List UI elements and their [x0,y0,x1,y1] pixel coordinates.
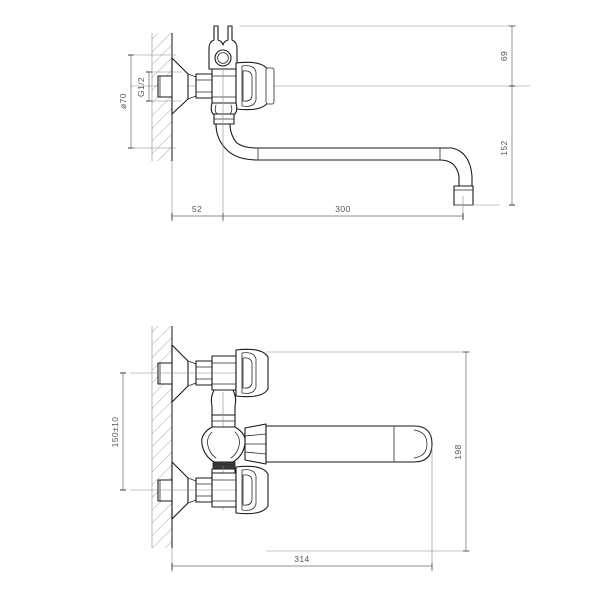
aerator-side [453,185,500,215]
side-view: ø70 G1/2 69 152 [118,25,530,222]
dimension-label-inlet-thread: G1/2 [136,77,146,97]
lower-handle-knob [235,465,269,515]
upper-handle-knob [235,348,269,398]
dimension-overall-width: 314 [171,446,433,572]
upper-valve-assembly [130,344,269,403]
dimension-label-wall-to-spout-start: 52 [192,204,202,214]
inlet-nut-side [195,73,213,99]
escutcheon-flange-side [171,57,189,115]
dimension-inlet-thread: G1/2 [136,71,182,102]
dimension-label-height-below-axis: 152 [499,140,509,155]
shower-holder-bracket-side [208,25,238,70]
swivel-spout-side [215,123,473,187]
diverter-body [201,426,246,470]
lower-valve-assembly [130,461,269,520]
valve-body-side [211,68,237,104]
dimension-height-below-axis: 152 [499,86,515,206]
dimension-wall-to-spout-start: 52 [171,70,224,222]
dimension-label-flange-diameter: ø70 [118,93,128,109]
dimension-inlet-centres: 150±10 [110,372,126,491]
dimension-label-overall-height: 198 [453,444,463,459]
dimension-height-above-axis: 69 [240,25,516,87]
spout-outlet-nut [244,423,267,465]
front-view: 150±10 198 314 [110,326,470,572]
spout-joint-side [210,102,238,125]
upper-body-stem [210,389,237,430]
dimension-flange-diameter: ø70 [118,54,176,149]
wall-section-side [151,33,173,222]
dimension-spout-reach: 300 [223,204,464,220]
dimension-label-overall-width: 314 [294,554,309,564]
dimension-overall-height: 198 [266,351,470,552]
dimension-label-spout-reach: 300 [335,204,350,214]
dimension-label-height-above-axis: 69 [499,51,509,61]
diverter-seal-band [212,461,236,470]
spout-arm-front [265,425,433,463]
dimension-label-inlet-centres: 150±10 [110,417,120,448]
handle-knob-side [235,61,275,111]
